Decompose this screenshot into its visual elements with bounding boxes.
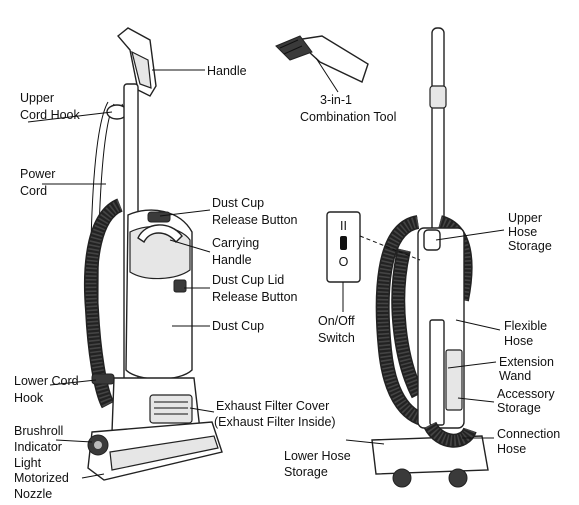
connection-hose xyxy=(425,422,476,447)
label-exhaust-filter-cover: Exhaust Filter Cover (Exhaust Filter Ins… xyxy=(214,399,336,429)
dust-cup-lid-release-button xyxy=(173,279,187,293)
rear-handle-stem xyxy=(431,27,445,249)
dust-cup-release-button xyxy=(147,211,171,223)
on-off-switch: II O xyxy=(326,211,421,283)
rear-base xyxy=(371,435,489,475)
leader-lines xyxy=(27,57,505,479)
label-dust-cup-lid-release-button: Dust Cup Lid Release Button xyxy=(212,273,298,304)
label-flexible-hose: Flexible Hose xyxy=(504,319,551,348)
label-brushroll-indicator-light: Brushroll Indicator Light xyxy=(14,424,67,470)
label-connection-hose: Connection Hose xyxy=(497,427,564,456)
combination-tool-illustration xyxy=(275,35,369,83)
rear-view-vacuum xyxy=(371,27,489,488)
extension-wand xyxy=(429,319,445,426)
switch-off-mark: O xyxy=(339,255,349,269)
exhaust-filter-cover xyxy=(149,394,193,424)
switch-on-mark: II xyxy=(340,219,347,233)
label-handle: Handle xyxy=(207,64,247,78)
flexible-hose xyxy=(377,216,431,426)
label-on-off-switch: On/Off Switch xyxy=(318,314,358,345)
label-combination-tool: 3-in-1 Combination Tool xyxy=(300,93,396,124)
front-view-vacuum xyxy=(83,27,223,481)
label-power-cord: Power Cord xyxy=(20,167,59,198)
label-dust-cup-release-button: Dust Cup Release Button xyxy=(212,196,298,227)
lower-cord-hook xyxy=(91,373,115,385)
label-upper-cord-hook: Upper Cord Hook xyxy=(20,91,80,122)
label-carrying-handle: Carrying Handle xyxy=(212,236,263,267)
label-upper-hose-storage: Upper Hose Storage xyxy=(508,211,552,253)
label-lower-cord-hook: Lower Cord Hook xyxy=(14,374,82,405)
label-dust-cup: Dust Cup xyxy=(212,319,264,333)
label-extension-wand: Extension Wand xyxy=(499,355,557,383)
accessory-storage xyxy=(445,349,463,411)
label-accessory-storage: Accessory Storage xyxy=(497,387,558,415)
part-labels: Handle Upper Cord Hook 3-in-1 Combinatio… xyxy=(14,64,564,501)
label-lower-hose-storage: Lower Hose Storage xyxy=(284,449,354,479)
label-motorized-nozzle: Motorized Nozzle xyxy=(14,471,72,501)
